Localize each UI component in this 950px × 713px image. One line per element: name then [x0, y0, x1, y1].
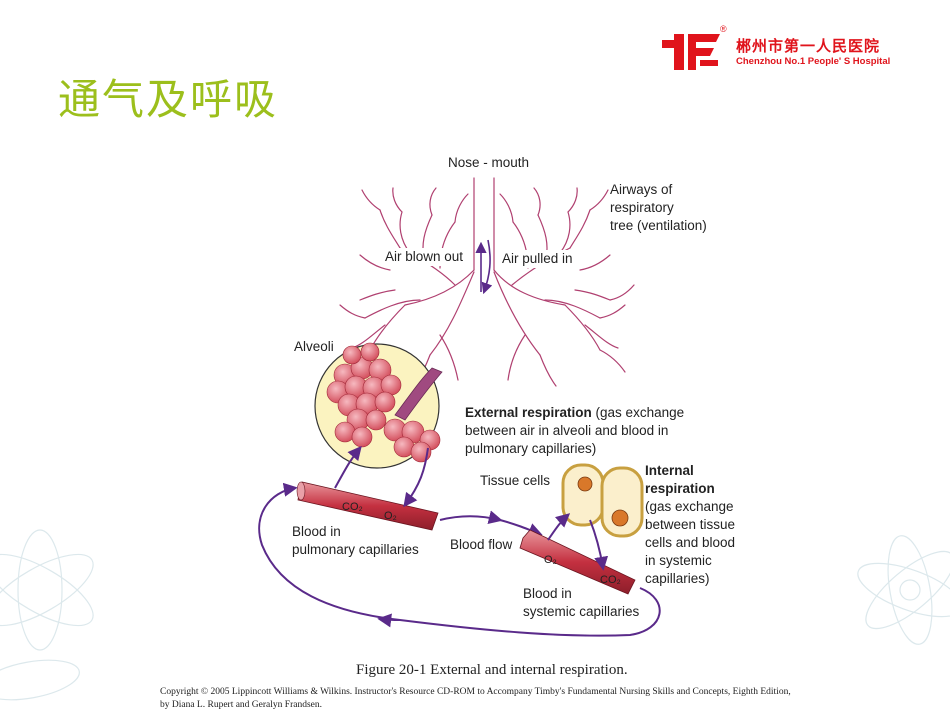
airways-label: Airways of respiratory tree (ventilation…: [610, 181, 707, 235]
alveoli-label: Alveoli: [294, 339, 334, 354]
copyright-line2: by Diana L. Rupert and Geralyn Frandsen.: [160, 700, 322, 710]
blood-pulmonary-line2: pulmonary capillaries: [292, 542, 419, 557]
hospital-name-en: Chenzhou No.1 People' S Hospital: [736, 56, 891, 67]
pulmonary-co2-label: CO₂: [342, 501, 363, 513]
systemic-capillary: [519, 529, 636, 595]
airways-label-line1: Airways of: [610, 182, 673, 197]
blood-flow-arrow: [439, 510, 503, 525]
air-in-arrow: [481, 239, 493, 295]
air-pulled-in-label: Air pulled in: [502, 250, 573, 268]
blood-systemic-label: Blood in systemic capillaries: [523, 585, 639, 621]
external-respiration-desc2: between air in alveoli and blood in: [465, 423, 669, 438]
external-respiration-title: External respiration: [465, 405, 592, 420]
internal-respiration-desc1: (gas exchange: [645, 499, 734, 514]
internal-respiration-desc4: in systemic: [645, 553, 712, 568]
systemic-o2-label: O₂: [544, 554, 557, 566]
internal-respiration-title1: Internal: [645, 463, 694, 478]
internal-respiration-title2: respiration: [645, 481, 715, 496]
figure-caption: Figure 20-1 External and internal respir…: [356, 662, 628, 678]
circulation-loop: [258, 482, 661, 637]
slide-title: 通气及呼吸: [58, 75, 279, 124]
external-respiration-desc3: pulmonary capillaries): [465, 441, 597, 456]
blood-pulmonary-label: Blood in pulmonary capillaries: [292, 523, 419, 559]
tissue-cells-label: Tissue cells: [480, 473, 551, 488]
pulmonary-o2-label: O₂: [384, 510, 397, 522]
blood-systemic-line2: systemic capillaries: [523, 604, 640, 619]
internal-respiration-desc2: between tissue: [645, 517, 736, 532]
hospital-name-cn: 郴州市第一人民医院: [736, 37, 881, 55]
blood-pulmonary-line1: Blood in: [292, 524, 341, 539]
flower-decoration-left: [0, 529, 94, 701]
co2-to-alveoli-arrow: [403, 447, 429, 508]
co2-to-blood-arrow: [589, 519, 609, 571]
o2-to-blood-arrow: [334, 445, 362, 489]
bronchiole: [394, 367, 443, 421]
o2-to-tissue-arrow: [547, 513, 571, 541]
internal-respiration-label: Internal respiration (gas exchange betwe…: [645, 462, 735, 588]
flower-decoration-right: [857, 535, 950, 645]
external-respiration-desc1: (gas exchange: [591, 405, 685, 420]
air-blown-out-label: Air blown out: [385, 248, 464, 266]
nose-mouth-label: Nose - mouth: [448, 155, 530, 170]
tissue-cells: [561, 463, 644, 538]
hospital-logo: ® 郴州市第一人民医院 Chenzhou No.1 People' S Hosp…: [660, 24, 910, 76]
blood-systemic-line1: Blood in: [523, 586, 572, 601]
copyright-line1: Copyright © 2005 Lippincott Williams & W…: [160, 687, 791, 697]
copyright-notice: Copyright © 2005 Lippincott Williams & W…: [160, 686, 860, 712]
blood-flow-label: Blood flow: [450, 537, 513, 552]
internal-respiration-desc3: cells and blood: [645, 535, 736, 550]
internal-respiration-desc5: capillaries): [645, 571, 710, 586]
systemic-co2-label: CO₂: [600, 574, 621, 586]
hospital-logo-icon: [662, 34, 720, 70]
airways-label-line3: tree (ventilation): [610, 218, 707, 233]
alveoli-cluster: [326, 342, 441, 463]
registered-mark: ®: [720, 24, 727, 34]
airways-label-line2: respiratory: [610, 200, 674, 215]
external-respiration-label: External respiration (gas exchange betwe…: [465, 404, 684, 458]
